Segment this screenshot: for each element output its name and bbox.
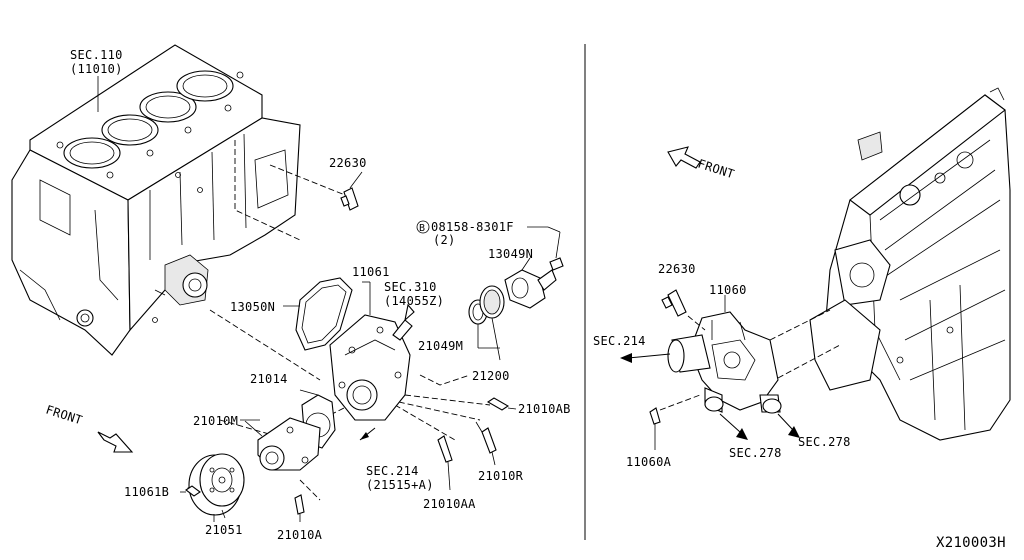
label-front-right: FRONT — [696, 157, 736, 182]
label-sec310: SEC.310 — [384, 280, 437, 294]
label-front-left: FRONT — [44, 403, 84, 428]
label-sec310-sub: (14055Z) — [384, 294, 444, 308]
label-21200: 21200 — [472, 369, 510, 383]
sec-arrows-right — [620, 146, 800, 440]
label-callout-qty: (2) — [433, 233, 456, 247]
label-21010A: 21010A — [277, 528, 323, 542]
housing-11061 — [329, 281, 413, 421]
temp-sensor-22630-right — [661, 289, 706, 331]
label-sec214-left: SEC.214 — [366, 464, 419, 478]
water-outlet-11060 — [667, 295, 782, 414]
gasket-13050N — [283, 277, 353, 351]
labels: SEC.110 (11010) 22630 13050N 11061 SEC.3… — [44, 48, 1006, 551]
label-21051: 21051 — [205, 523, 243, 537]
engine-right-illustration — [809, 87, 1011, 441]
label-callout-marker: B — [419, 223, 425, 234]
thermostat-21200 — [468, 285, 505, 361]
label-sec214-left-sub: (21515+A) — [366, 478, 434, 492]
water-pump-21010 — [244, 389, 336, 471]
label-sec214-right: SEC.214 — [593, 334, 646, 348]
assembly-lines-right — [769, 309, 841, 379]
label-sec110: SEC.110 — [70, 48, 123, 62]
label-11061B: 11061B — [124, 485, 169, 499]
label-13050N: 13050N — [230, 300, 275, 314]
pulley-21051 — [188, 453, 245, 519]
label-21014: 21014 — [250, 372, 288, 386]
label-08158-8301F: 08158-8301F — [431, 220, 514, 234]
leader-lines-left — [97, 76, 483, 522]
label-21010M: 21010M — [193, 414, 238, 428]
label-11060: 11060 — [709, 283, 747, 297]
label-21010R: 21010R — [478, 469, 524, 483]
label-sec278-b: SEC.278 — [798, 435, 851, 449]
label-21049M: 21049M — [418, 339, 463, 353]
label-22630-right: 22630 — [658, 262, 696, 276]
label-21010AA: 21010AA — [423, 497, 476, 511]
label-sec110-sub: (11010) — [70, 62, 123, 76]
bolts-left — [154, 289, 517, 522]
water-outlet-13049N — [504, 231, 564, 309]
diagram-id: X210003H — [936, 535, 1006, 551]
label-sec278-a: SEC.278 — [729, 446, 782, 460]
callout-marker-circle — [416, 220, 430, 234]
sec-arrows-left — [97, 427, 376, 453]
label-11060A: 11060A — [626, 455, 672, 469]
label-13049N: 13049N — [488, 247, 533, 261]
label-11061: 11061 — [352, 265, 390, 279]
engine-block-illustration — [11, 44, 301, 356]
temp-sensor-22630-left — [340, 171, 363, 211]
bolt-11060A — [649, 394, 701, 450]
label-21010AB: 21010AB — [518, 402, 571, 416]
label-22630-left: 22630 — [329, 156, 367, 170]
